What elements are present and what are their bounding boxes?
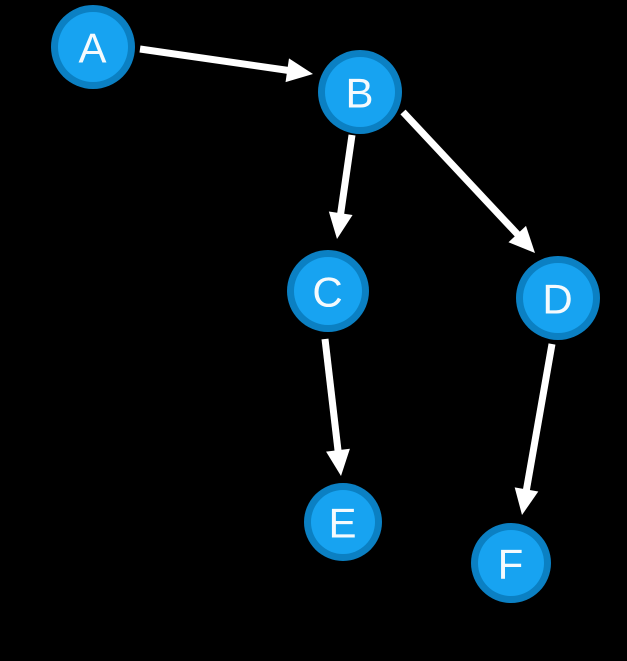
- node-A[interactable]: A: [51, 5, 135, 89]
- edge-line: [139, 45, 293, 75]
- node-label: A: [78, 25, 107, 72]
- node-fill: [325, 57, 395, 127]
- arrowhead-icon: [285, 58, 313, 83]
- node-fill: [58, 12, 128, 82]
- node-C[interactable]: C: [287, 250, 369, 332]
- edge-line: [321, 338, 343, 456]
- node-label: B: [345, 70, 374, 117]
- arrowhead-icon: [508, 225, 535, 253]
- edge-D-F: [514, 343, 556, 515]
- arrowhead-icon: [328, 211, 353, 239]
- node-label: D: [542, 276, 573, 323]
- arrowhead-icon: [326, 448, 350, 476]
- edge-B-D: [400, 109, 535, 253]
- edge-B-C: [328, 134, 356, 239]
- node-B[interactable]: B: [318, 50, 402, 134]
- node-E[interactable]: E: [304, 483, 382, 561]
- node-label: C: [312, 269, 343, 316]
- node-fill: [523, 263, 593, 333]
- node-fill: [311, 490, 375, 554]
- node-F[interactable]: F: [471, 523, 551, 603]
- node-D[interactable]: D: [516, 256, 600, 340]
- edge-C-E: [321, 338, 350, 476]
- node-label: F: [498, 541, 525, 588]
- edge-line: [400, 109, 524, 241]
- edge-line: [336, 134, 356, 219]
- arrowhead-icon: [514, 487, 539, 515]
- node-fill: [294, 257, 362, 325]
- edge-A-B: [139, 45, 313, 83]
- node-label: E: [328, 500, 357, 547]
- node-fill: [478, 530, 544, 596]
- edge-line: [522, 343, 556, 495]
